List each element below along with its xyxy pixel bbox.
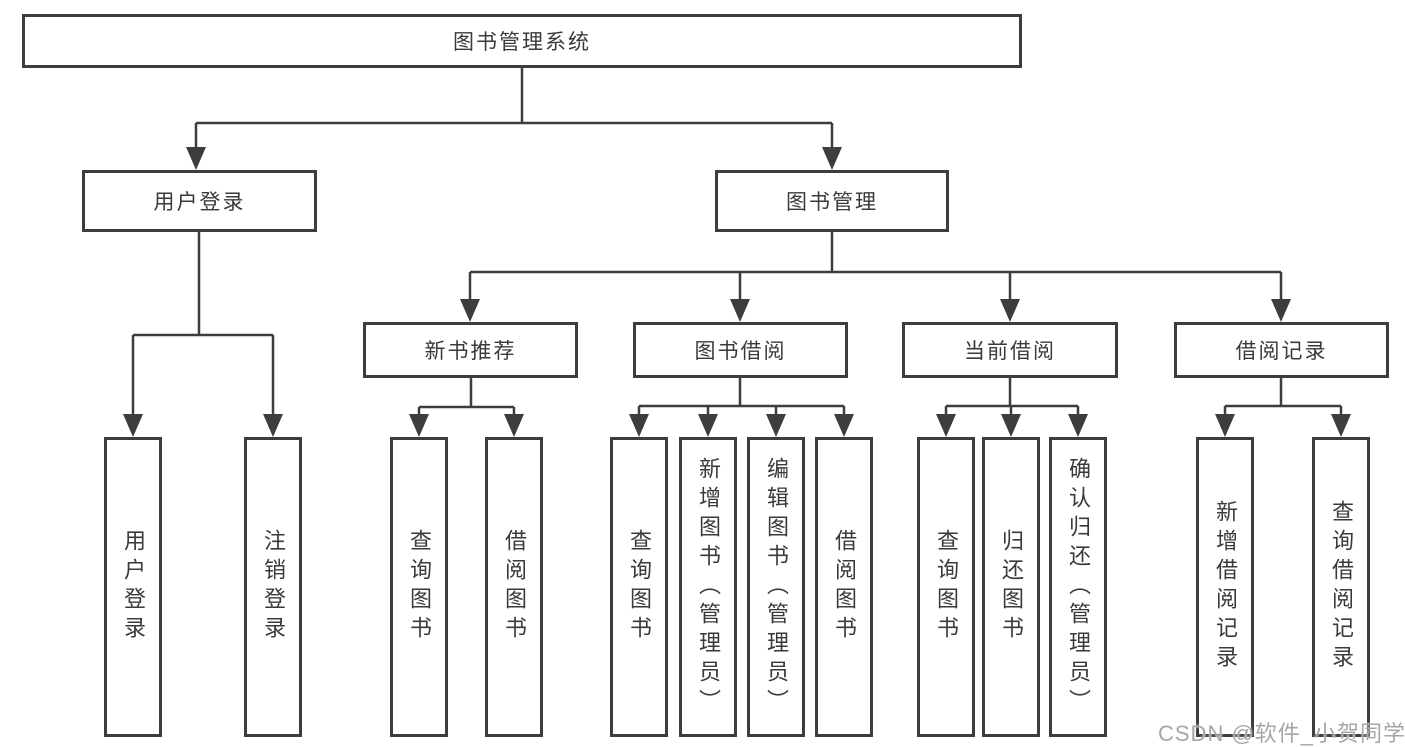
node-book-borrow: 图书借阅	[633, 322, 848, 378]
node-user-login: 用户登录	[82, 170, 317, 232]
node-borrow-records: 借阅记录	[1174, 322, 1389, 378]
leaf-nbr-query-books: 查询图书	[390, 437, 448, 737]
node-book-management: 图书管理	[715, 170, 949, 232]
leaf-bb-query-books: 查询图书	[610, 437, 668, 737]
leaf-bb-borrow-books: 借阅图书	[815, 437, 873, 737]
leaf-bb-edit-books-admin: 编辑图书（管理员）	[747, 437, 805, 737]
leaf-nbr-borrow-books: 借阅图书	[485, 437, 543, 737]
leaf-logout: 注销登录	[244, 437, 302, 737]
leaf-cb-confirm-return-admin: 确认归还（管理员）	[1049, 437, 1107, 737]
leaf-cb-return-books: 归还图书	[982, 437, 1040, 737]
leaf-br-query-record: 查询借阅记录	[1312, 437, 1370, 737]
leaf-bb-add-books-admin: 新增图书（管理员）	[679, 437, 737, 737]
node-new-book-recommend: 新书推荐	[363, 322, 578, 378]
watermark: CSDN @软件_小贺同学	[1158, 721, 1405, 746]
node-root: 图书管理系统	[22, 14, 1022, 68]
node-current-borrow: 当前借阅	[902, 322, 1118, 378]
leaf-cb-query-books: 查询图书	[917, 437, 975, 737]
leaf-user-login: 用户登录	[104, 437, 162, 737]
leaf-br-add-record: 新增借阅记录	[1196, 437, 1254, 737]
